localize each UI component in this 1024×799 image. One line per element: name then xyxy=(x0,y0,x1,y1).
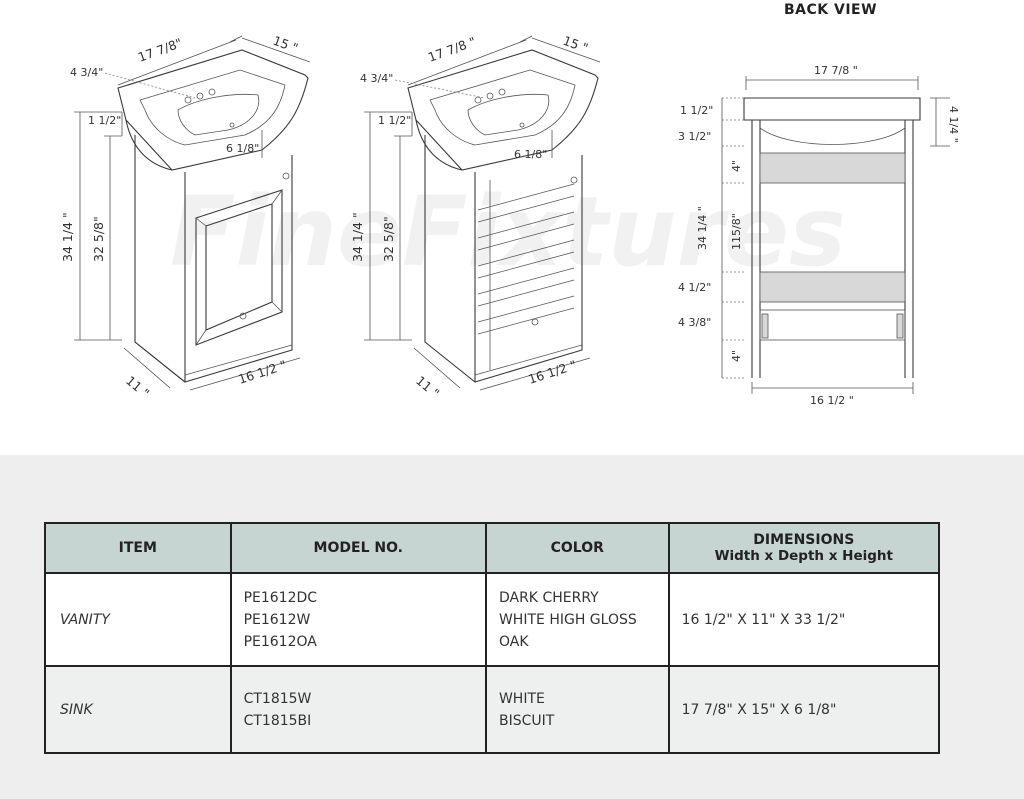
front1-overall-height: 34 1/4 " xyxy=(60,212,75,262)
color-name: WHITE xyxy=(498,690,545,707)
front2-depth-base: 11 " xyxy=(413,373,442,401)
front1-rim-dim: 1 1/2" xyxy=(88,114,121,127)
color-name: WHITE HIGH GLOSS xyxy=(498,611,637,628)
cell-dimensions: 17 7/8" X 15" X 6 1/8" xyxy=(667,665,941,754)
header-model: MODEL NO. xyxy=(229,522,487,574)
front2-overall-height: 34 1/4 " xyxy=(350,212,365,262)
front1-cabinet-height: 32 5/8" xyxy=(91,216,106,262)
cell-item: VANITY xyxy=(44,572,232,667)
back-left-dim-5: 4 3/8" xyxy=(678,316,711,329)
model-number: PE1612W xyxy=(243,611,311,628)
color-name: DARK CHERRY xyxy=(498,589,599,606)
table-row-vanity: VANITY PE1612DC PE1612W PE1612OA DARK CH… xyxy=(44,572,941,667)
back-view: BACK VIEW 17 7/8 " 1 1/2" 3 1/2" 4" 4 1/… xyxy=(678,2,960,407)
cell-colors: DARK CHERRY WHITE HIGH GLOSS OAK xyxy=(484,572,670,667)
back-left-dim-2: 3 1/2" xyxy=(678,130,711,143)
technical-drawing-area: FineFixtures 17 7/8" 15 " 4 3/4" 1 1/2" … xyxy=(60,2,960,407)
specification-section: ITEM MODEL NO. COLOR DIMENSIONS Width x … xyxy=(0,455,1024,799)
header-dimensions: DIMENSIONS Width x Depth x Height xyxy=(667,522,941,574)
color-name: OAK xyxy=(498,633,529,650)
back-overall-height: 34 1/4 " xyxy=(696,206,709,250)
cell-item: SINK xyxy=(44,665,232,754)
watermark-text: FineFixtures xyxy=(170,176,846,288)
header-dimensions-title: DIMENSIONS xyxy=(753,532,855,548)
back-left-dim-4: 4 1/2" xyxy=(678,281,711,294)
model-number: PE1612OA xyxy=(243,633,317,650)
front1-depth-base: 11 " xyxy=(123,373,152,401)
front1-depth-top: 15 " xyxy=(271,33,300,56)
model-number: CT1815W xyxy=(243,690,312,707)
cell-models: PE1612DC PE1612W PE1612OA xyxy=(229,572,487,667)
back-left-dim-1: 1 1/2" xyxy=(680,104,713,117)
front2-rim-dim: 1 1/2" xyxy=(378,114,411,127)
spec-table-header-row: ITEM MODEL NO. COLOR DIMENSIONS Width x … xyxy=(44,522,941,574)
table-row-sink: SINK CT1815W CT1815BI WHITE BISCUIT 17 7… xyxy=(44,665,941,754)
front2-depth-top: 15 " xyxy=(561,33,590,56)
front-view-shaker-door: 17 7/8" 15 " 4 3/4" 1 1/2" 6 1/8" 34 1/4… xyxy=(60,33,311,401)
cell-colors: WHITE BISCUIT xyxy=(484,665,670,754)
front2-width-base: 16 1/2 " xyxy=(526,357,578,387)
header-item: ITEM xyxy=(44,522,232,574)
front2-width-top: 17 7/8 " xyxy=(426,34,478,65)
vanity-drawings: FineFixtures 17 7/8" 15 " 4 3/4" 1 1/2" … xyxy=(60,2,960,407)
front2-cabinet-height: 32 5/8" xyxy=(381,216,396,262)
front2-bowl-dim: 6 1/8" xyxy=(514,148,547,161)
front1-width-base: 16 1/2 " xyxy=(236,357,288,387)
back-view-title: BACK VIEW xyxy=(784,2,877,18)
back-width-top: 17 7/8 " xyxy=(814,64,858,77)
model-number: PE1612DC xyxy=(243,589,318,606)
back-width-base: 16 1/2 " xyxy=(810,394,854,407)
back-left-dim-3: 4" xyxy=(730,160,743,172)
cell-dimensions: 16 1/2" X 11" X 33 1/2" xyxy=(667,572,941,667)
front1-bowl-dim: 6 1/8" xyxy=(226,142,259,155)
back-right-dim: 4 1/4 " xyxy=(947,106,960,143)
spec-table: ITEM MODEL NO. COLOR DIMENSIONS Width x … xyxy=(44,522,941,754)
front1-faucet-dim: 4 3/4" xyxy=(70,66,103,79)
header-color: COLOR xyxy=(484,522,670,574)
color-name: BISCUIT xyxy=(498,712,555,729)
model-number: CT1815BI xyxy=(243,712,312,729)
back-left-dim-6: 4" xyxy=(730,350,743,362)
cell-models: CT1815W CT1815BI xyxy=(229,665,487,754)
front2-faucet-dim: 4 3/4" xyxy=(360,72,393,85)
header-dimensions-subtitle: Width x Depth x Height xyxy=(714,548,893,564)
back-middle-dim: 115/8" xyxy=(730,213,743,250)
front1-width-top: 17 7/8" xyxy=(136,35,184,65)
